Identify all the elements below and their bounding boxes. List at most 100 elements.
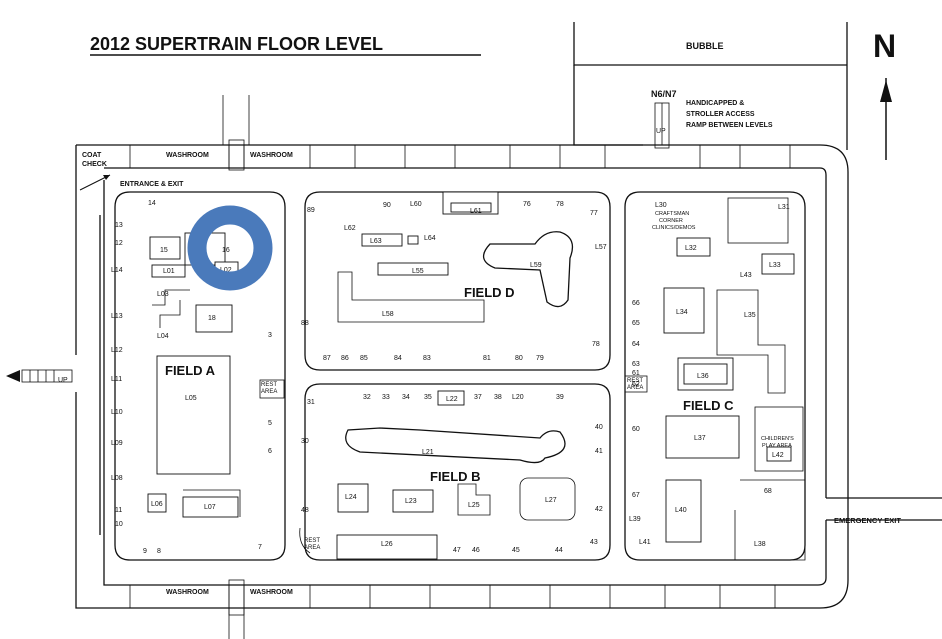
booth-label[interactable]: 84 [394,355,402,362]
booth-label[interactable]: 76 [523,201,531,208]
booth-label[interactable]: 37 [474,394,482,401]
booth-label[interactable]: 35 [424,394,432,401]
booth-label[interactable]: L42 [772,452,784,459]
booth-label[interactable]: L23 [405,498,417,505]
booth-label[interactable]: 63 [632,361,640,368]
booth-label[interactable]: 79 [536,355,544,362]
booth-label[interactable]: L63 [370,238,382,245]
booth-label[interactable]: 8 [157,548,161,555]
booth-label[interactable]: 38 [494,394,502,401]
booth-label[interactable]: L14 [111,267,123,274]
booth-label[interactable]: 77 [590,210,598,217]
booth-label[interactable]: L55 [412,268,424,275]
booth-label[interactable]: 81 [483,355,491,362]
booth-label[interactable]: 90 [383,202,391,209]
booth-label[interactable]: L30 [655,202,667,209]
booth-label[interactable]: 7 [258,544,262,551]
booth-label[interactable]: L62 [344,225,356,232]
booth-label[interactable]: 42 [595,506,603,513]
booth-label[interactable]: 64 [632,341,640,348]
booth-label[interactable]: L13 [111,313,123,320]
booth-label[interactable]: L04 [157,333,169,340]
booth-label[interactable]: L01 [163,268,175,275]
booth-label[interactable]: L21 [422,449,434,456]
booth-label[interactable]: 78 [592,341,600,348]
booth-label[interactable]: L39 [629,516,641,523]
booth-label[interactable]: L07 [204,504,216,511]
booth-label[interactable]: 83 [423,355,431,362]
booth-label[interactable]: L37 [694,435,706,442]
booth-label[interactable]: L09 [111,440,123,447]
booth-label[interactable]: L27 [545,497,557,504]
booth-label[interactable]: L20 [512,394,524,401]
booth-label[interactable]: 5 [268,420,272,427]
booth-label[interactable]: 48 [301,507,309,514]
booth-label[interactable]: 40 [595,424,603,431]
booth-label[interactable]: 46 [472,547,480,554]
booth-label[interactable]: 10 [115,521,123,528]
booth-label[interactable]: 86 [341,355,349,362]
booth-label[interactable]: 47 [453,547,461,554]
booth-label[interactable]: 87 [323,355,331,362]
booth-label[interactable]: 41 [595,448,603,455]
booth-label[interactable]: 9 [143,548,147,555]
booth-label[interactable]: 43 [590,539,598,546]
booth-label[interactable]: L33 [769,262,781,269]
booth-label[interactable]: L32 [685,245,697,252]
booth-label[interactable]: 89 [307,207,315,214]
booth-label[interactable]: 34 [402,394,410,401]
booth-label[interactable]: 18 [208,315,216,322]
booth-label[interactable]: L22 [446,396,458,403]
booth-label[interactable]: 67 [632,492,640,499]
booth-label[interactable]: L57 [595,244,607,251]
booth-label[interactable]: 80 [515,355,523,362]
booth-label[interactable]: L43 [740,272,752,279]
booth-label[interactable]: 15 [160,247,168,254]
booth-label[interactable]: 78 [556,201,564,208]
booth-label[interactable]: L24 [345,494,357,501]
booth-label[interactable]: 45 [512,547,520,554]
booth-label[interactable]: L02 [220,267,232,274]
booth-label[interactable]: L58 [382,311,394,318]
booth-label[interactable]: 61 [632,370,640,377]
booth-label[interactable]: L05 [185,395,197,402]
booth-label[interactable]: 16 [222,247,230,254]
booth-label[interactable]: 85 [360,355,368,362]
booth-label[interactable]: 11 [115,507,122,514]
booth-label[interactable]: 30 [301,438,309,445]
booth-label[interactable]: 33 [382,394,390,401]
booth-label[interactable]: L06 [151,501,163,508]
booth-label[interactable]: L38 [754,541,766,548]
booth-label[interactable]: L59 [530,262,542,269]
booth-label[interactable]: 14 [148,200,156,207]
booth-label[interactable]: L34 [676,309,688,316]
booth-label[interactable]: L36 [697,373,709,380]
booth-label[interactable]: L60 [410,201,422,208]
booth-label[interactable]: L26 [381,541,393,548]
booth-label[interactable]: 62 [632,381,640,388]
booth-label[interactable]: 60 [632,426,640,433]
booth-label[interactable]: 68 [764,488,772,495]
booth-label[interactable]: L31 [778,204,790,211]
booth-label[interactable]: 66 [632,300,640,307]
booth-label[interactable]: 32 [363,394,371,401]
booth-label[interactable]: 88 [301,320,309,327]
booth-label[interactable]: L61 [470,208,482,215]
booth-label[interactable]: 44 [555,547,563,554]
booth-label[interactable]: L41 [639,539,651,546]
booth-label[interactable]: 6 [268,448,272,455]
booth-label[interactable]: L35 [744,312,756,319]
booth-label[interactable]: L25 [468,502,480,509]
booth-label[interactable]: L12 [111,347,123,354]
booth-label[interactable]: L11 [111,376,122,383]
booth-label[interactable]: L10 [111,409,123,416]
booth-label[interactable]: L03 [157,291,169,298]
booth-label[interactable]: 13 [115,222,123,229]
booth-label[interactable]: 12 [115,240,123,247]
booth-label[interactable]: 3 [268,332,272,339]
booth-label[interactable]: L64 [424,235,436,242]
booth-label[interactable]: L40 [675,507,687,514]
booth-label[interactable]: 65 [632,320,640,327]
booth-label[interactable]: L08 [111,475,123,482]
location-marker[interactable] [187,205,273,291]
